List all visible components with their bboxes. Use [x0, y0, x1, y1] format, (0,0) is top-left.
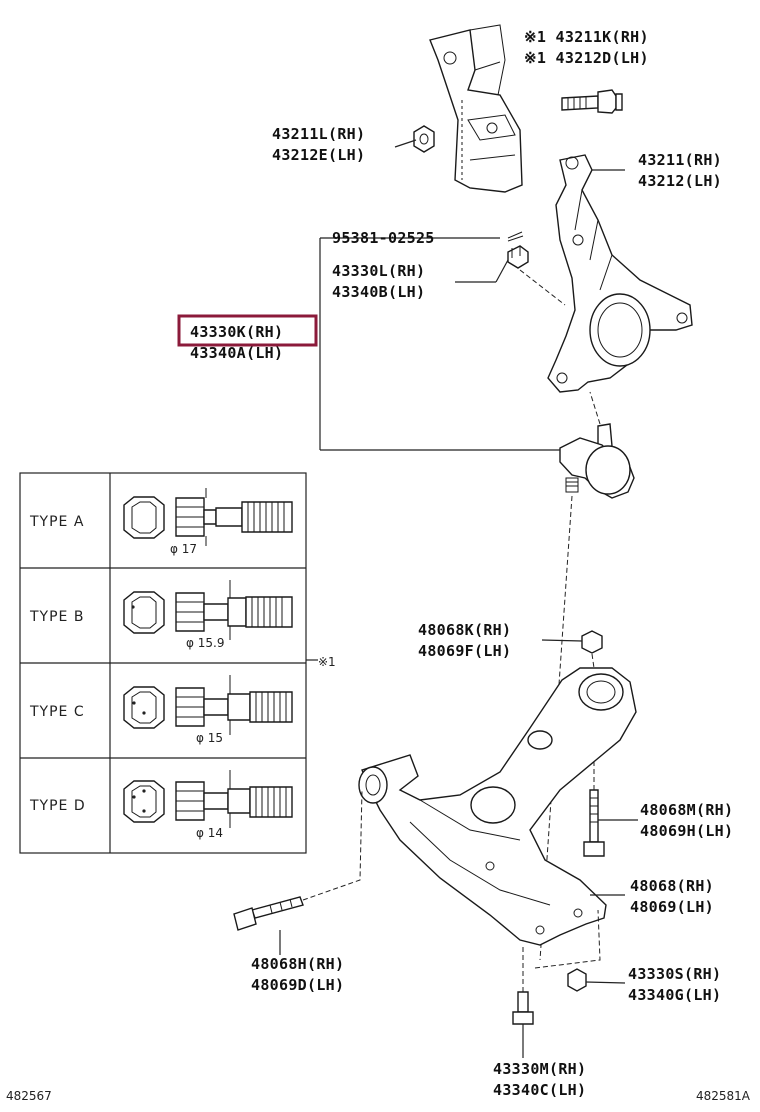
type-d-diameter: φ 14	[196, 826, 223, 840]
footer-left-id: 482567	[6, 1089, 52, 1103]
callout-43211l-rh: 43211L(RH)	[272, 125, 365, 143]
arm-nut-dash	[591, 653, 595, 669]
leader-lines	[279, 139, 638, 1058]
lower-bolt-drawing	[512, 991, 534, 1025]
arm-bolt-front-dash	[302, 789, 363, 901]
callout-48068k-rh: 48068K(RH)	[418, 621, 511, 639]
callout-43330m-rh: 43330M(RH)	[493, 1060, 586, 1078]
type-table-note-mark: ※1	[318, 655, 336, 669]
callout-43211-lh: 43212(LH)	[638, 172, 722, 190]
arm-bolt-front-drawing	[233, 896, 304, 931]
type-b-bolt-drawing	[123, 580, 293, 640]
callout-48068k-lh: 48069F(LH)	[418, 642, 511, 660]
type-a-diameter: φ 17	[170, 542, 197, 556]
callout-48068h-lh: 48069D(LH)	[251, 976, 344, 994]
callout-48068m-lh: 48069H(LH)	[640, 822, 733, 840]
type-d-bolt-drawing	[123, 770, 293, 828]
nut-leader-dash	[519, 269, 566, 306]
highlight-box	[177, 314, 318, 347]
callout-43211-rh: 43211(RH)	[638, 151, 722, 169]
type-c-bolt-drawing	[123, 675, 293, 735]
callout-43330s-lh: 43340G(LH)	[628, 986, 721, 1004]
callout-43330k-rh[interactable]: 43330K(RH)	[190, 323, 283, 341]
lower-arm-drawing	[358, 667, 637, 946]
callout-43330l-lh: 43340B(LH)	[332, 283, 425, 301]
callout-43330l-rh: 43330L(RH)	[332, 262, 425, 280]
lower-bolt-dash	[522, 909, 601, 992]
strut-bolt-drawing	[561, 89, 623, 114]
type-d-label: TYPE D	[29, 798, 86, 814]
arm-nut-drawing	[581, 630, 603, 654]
callout-43330s-rh: 43330S(RH)	[628, 965, 721, 983]
callout-43211k-rh: ※1 43211K(RH)	[524, 28, 649, 46]
type-a-bolt-drawing	[123, 488, 293, 546]
lower-nut-drawing	[567, 968, 587, 992]
type-b-label: TYPE B	[29, 609, 84, 625]
cotter-pin-drawing	[507, 231, 524, 242]
castle-nut-drawing	[507, 245, 529, 269]
callout-43330m-lh: 43340C(LH)	[493, 1081, 586, 1099]
callout-43330k-lh: 43340A(LH)	[190, 344, 283, 362]
callout-48068m-rh: 48068M(RH)	[640, 801, 733, 819]
arm-bolt-vertical-drawing	[583, 789, 605, 857]
type-c-diameter: φ 15	[196, 731, 223, 745]
callout-48068h-rh: 48068H(RH)	[251, 955, 344, 973]
strut-nut-drawing	[413, 125, 435, 153]
type-a-label: TYPE A	[29, 514, 84, 530]
steering-knuckle-drawing	[547, 154, 693, 393]
type-b-diameter: φ 15.9	[186, 636, 224, 650]
ball-joint-knuckle-dash	[589, 391, 601, 425]
strut-bracket-drawing	[429, 24, 523, 193]
callout-43211l-lh: 43212E(LH)	[272, 146, 365, 164]
type-c-label: TYPE C	[29, 704, 85, 720]
callout-43211k-lh: ※1 43212D(LH)	[524, 49, 649, 67]
callout-95381: 95381-02525	[332, 229, 435, 247]
callout-48068-lh: 48069(LH)	[630, 898, 714, 916]
footer-right-id: 482581A	[696, 1089, 751, 1103]
ball-joint-drawing	[559, 423, 635, 499]
callout-48068-rh: 48068(RH)	[630, 877, 714, 895]
